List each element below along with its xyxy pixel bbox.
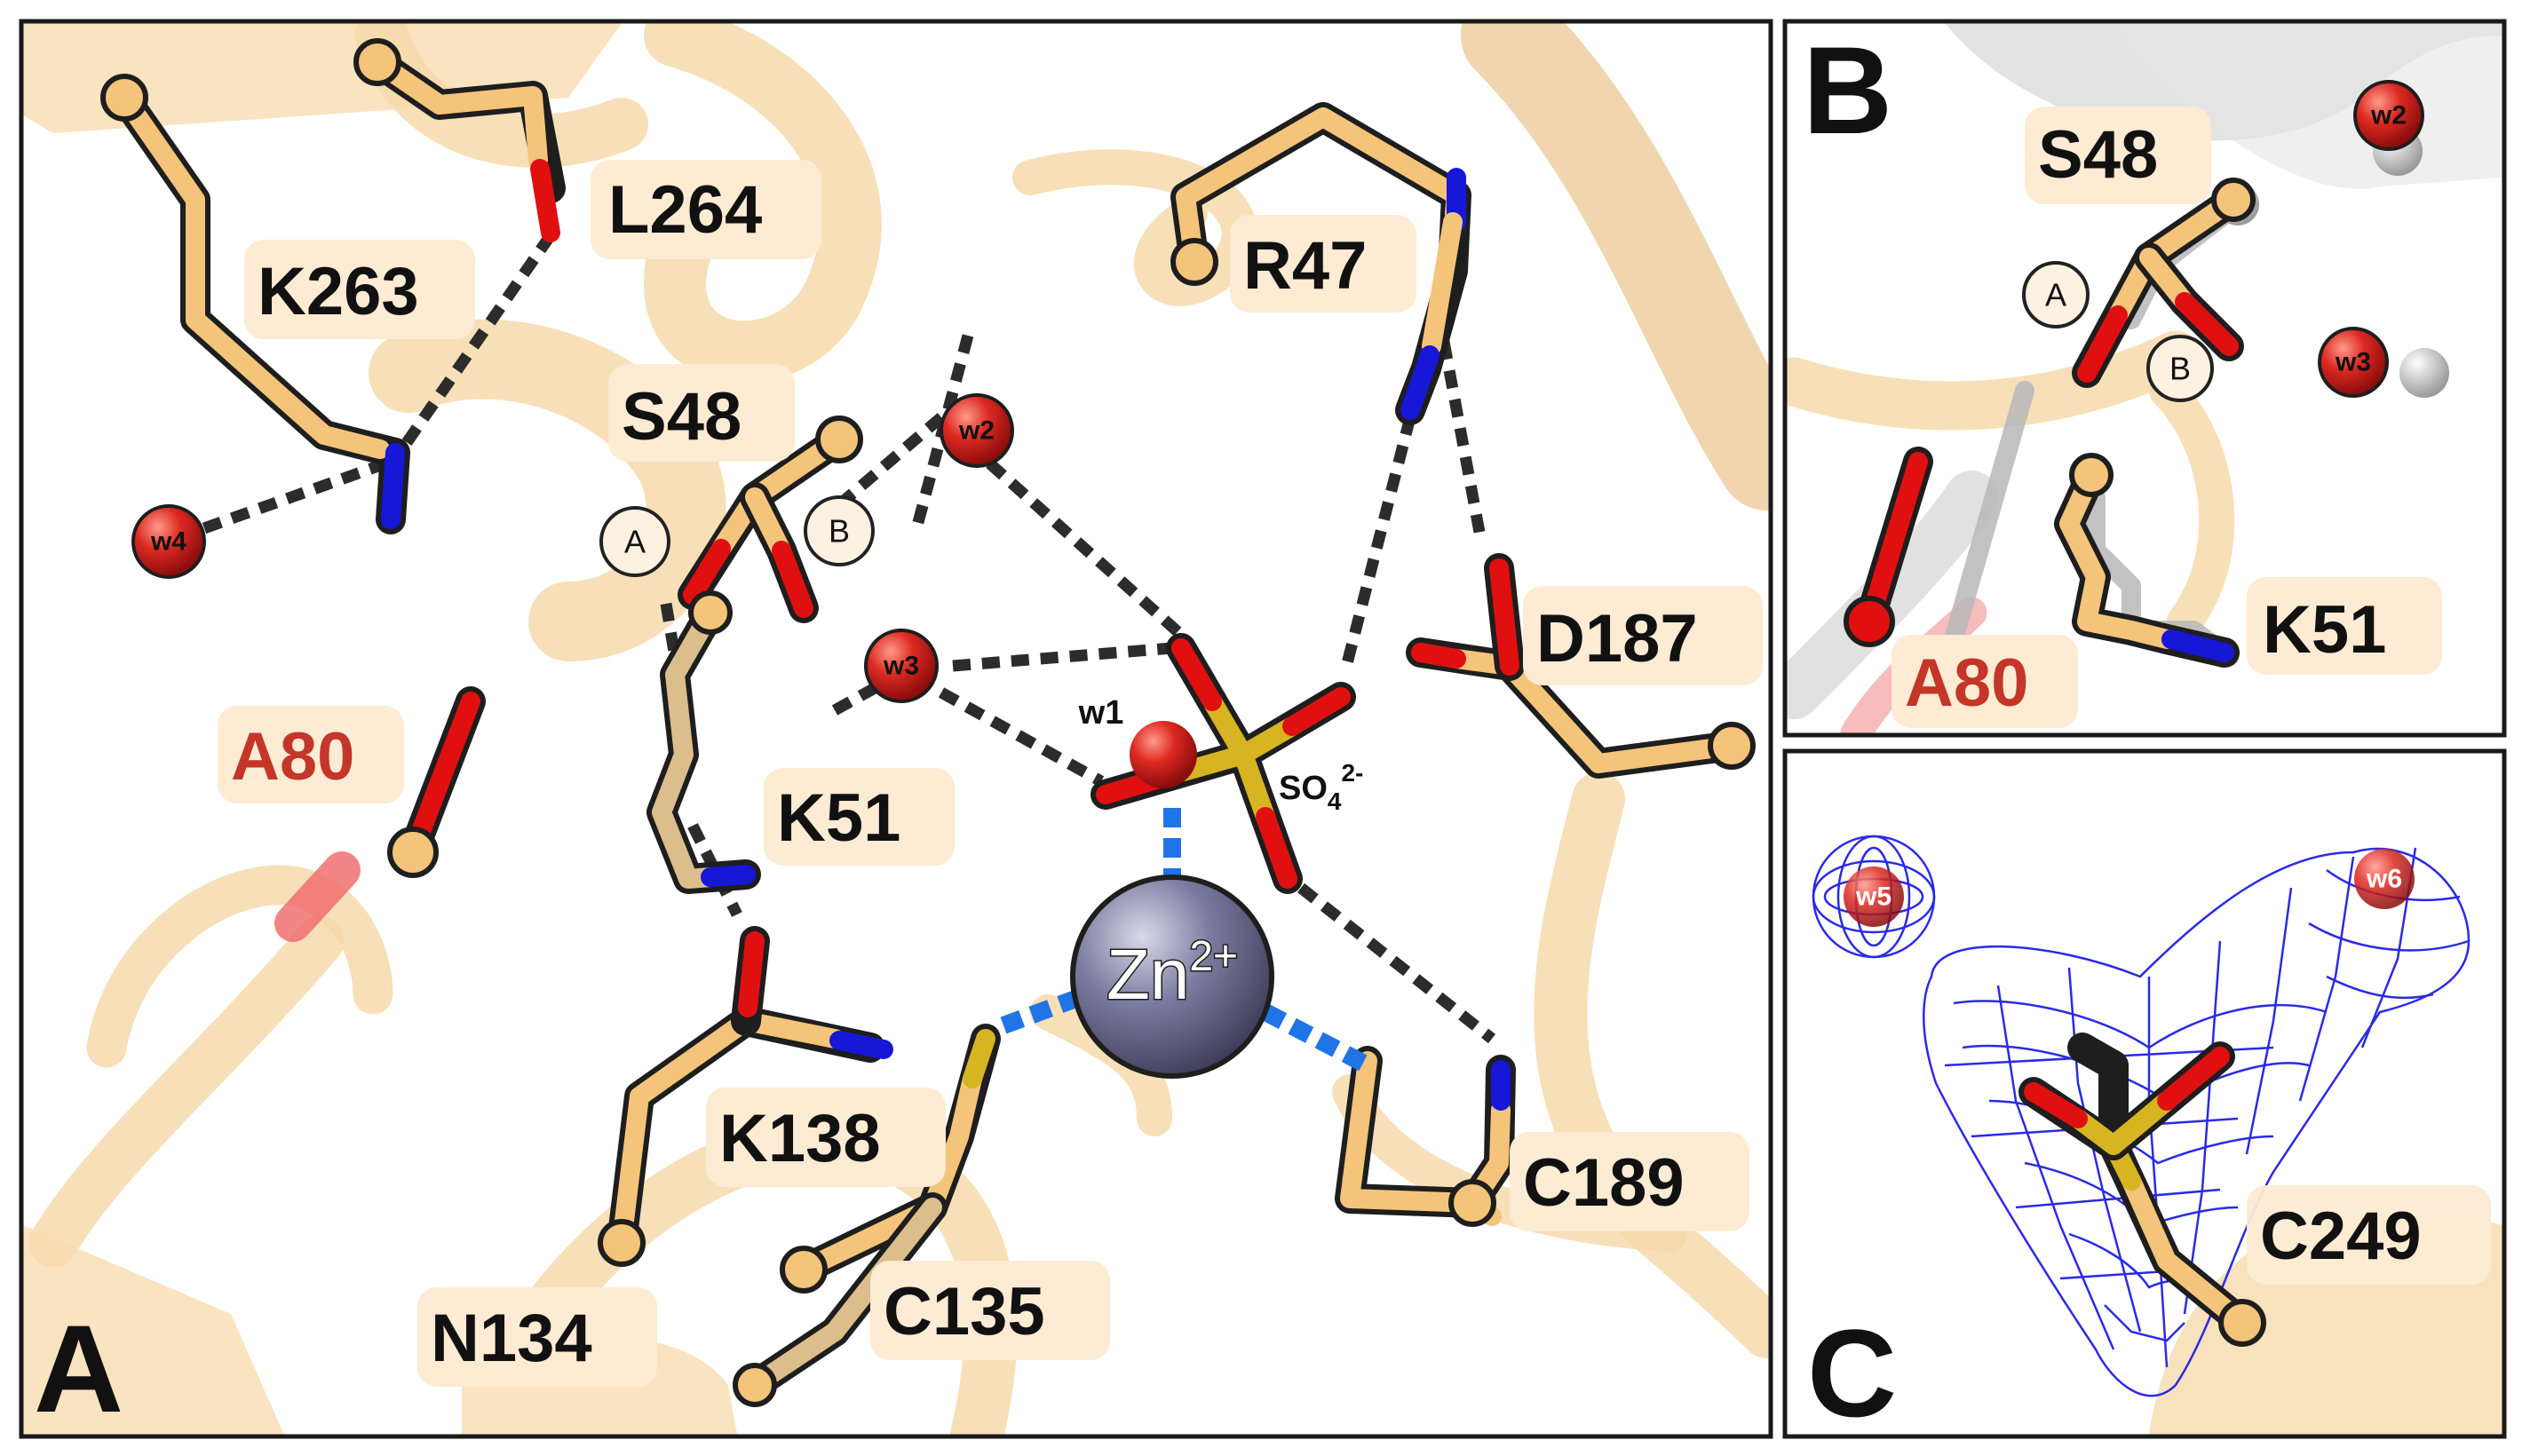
label-k138: K138 [719, 1101, 881, 1176]
label-c189: C189 [1523, 1145, 1685, 1221]
panel-a-residue-sticks [109, 47, 1747, 1400]
panel-b-label-s48: S48 [2038, 117, 2158, 193]
label-r47: R47 [1243, 228, 1367, 304]
panel-a-labels: L264 K263 R47 S48 D187 A80 K51 K138 C189… [218, 160, 1763, 1387]
water-w1: w1 [1078, 694, 1197, 788]
label-k51: K51 [777, 780, 900, 856]
conformer-b-marker: B [829, 513, 850, 550]
panel-a-waters: w1 w2 w3 w4 [131, 393, 1197, 788]
zinc-charge: 2+ [1189, 933, 1238, 980]
panel-a-hydrogen-bonds [202, 232, 1496, 1044]
label-s48: S48 [622, 379, 742, 455]
sulfate-base: SO [1279, 770, 1328, 807]
label-sulfate: SO42- [1279, 759, 1363, 815]
sulfate-charge: 2- [1341, 759, 1363, 787]
conformer-a-marker: A [624, 524, 646, 560]
label-a80: A80 [231, 719, 354, 795]
label-n134: N134 [431, 1301, 592, 1376]
panel-c-letter: C [1807, 1303, 1897, 1443]
panel-b-label-k51: K51 [2263, 592, 2386, 668]
panel-a-calpha-atoms [100, 38, 1756, 1407]
panel-b-water-w2: w2 [2370, 101, 2407, 131]
label-d187: D187 [1536, 601, 1698, 677]
panel-b-border [1782, 19, 2507, 738]
water-w2-label: w2 [958, 416, 995, 446]
panel-b-label-a80: A80 [1905, 645, 2028, 721]
zinc-label: Zn [1106, 935, 1189, 1014]
water-w3-label: w3 [883, 652, 919, 681]
panel-b-water-w3: w3 [2335, 348, 2371, 377]
panel-a-border [19, 19, 1773, 1439]
label-c135: C135 [884, 1274, 1045, 1349]
panel-c-border [1782, 748, 2507, 1439]
panel-b: w2 w3 A B S48 K51 A80 B [1782, 19, 2507, 738]
panel-c-water-w6: w6 [2366, 865, 2402, 894]
water-w1-label: w1 [1078, 694, 1124, 732]
label-k263: K263 [258, 254, 419, 329]
sulfate-subscript: 4 [1328, 787, 1342, 815]
water-w4: w4 [131, 504, 206, 579]
panel-b-conformer-a: A [2045, 277, 2066, 313]
panel-b-conformer-b: B [2169, 351, 2191, 387]
zinc-ion: Zn2+ [1070, 874, 1274, 1079]
svg-text:Zn2+: Zn2+ [1106, 933, 1238, 1014]
panel-a: Zn2+ w1 w2 w3 w4 A [19, 19, 1773, 1439]
panel-c-water-w5: w5 [1855, 882, 1892, 912]
water-w3: w3 [864, 629, 939, 703]
panel-b-letter: B [1803, 20, 1892, 160]
panel-c: w5 w6 C249 C [1782, 748, 2507, 1443]
label-l264: L264 [608, 172, 762, 248]
water-w4-label: w4 [150, 527, 186, 557]
panel-a-conformer-markers: A B [599, 495, 875, 577]
panel-a-letter: A [34, 1299, 123, 1438]
panel-c-label-c249: C249 [2260, 1199, 2422, 1274]
water-w2: w2 [940, 393, 1014, 468]
